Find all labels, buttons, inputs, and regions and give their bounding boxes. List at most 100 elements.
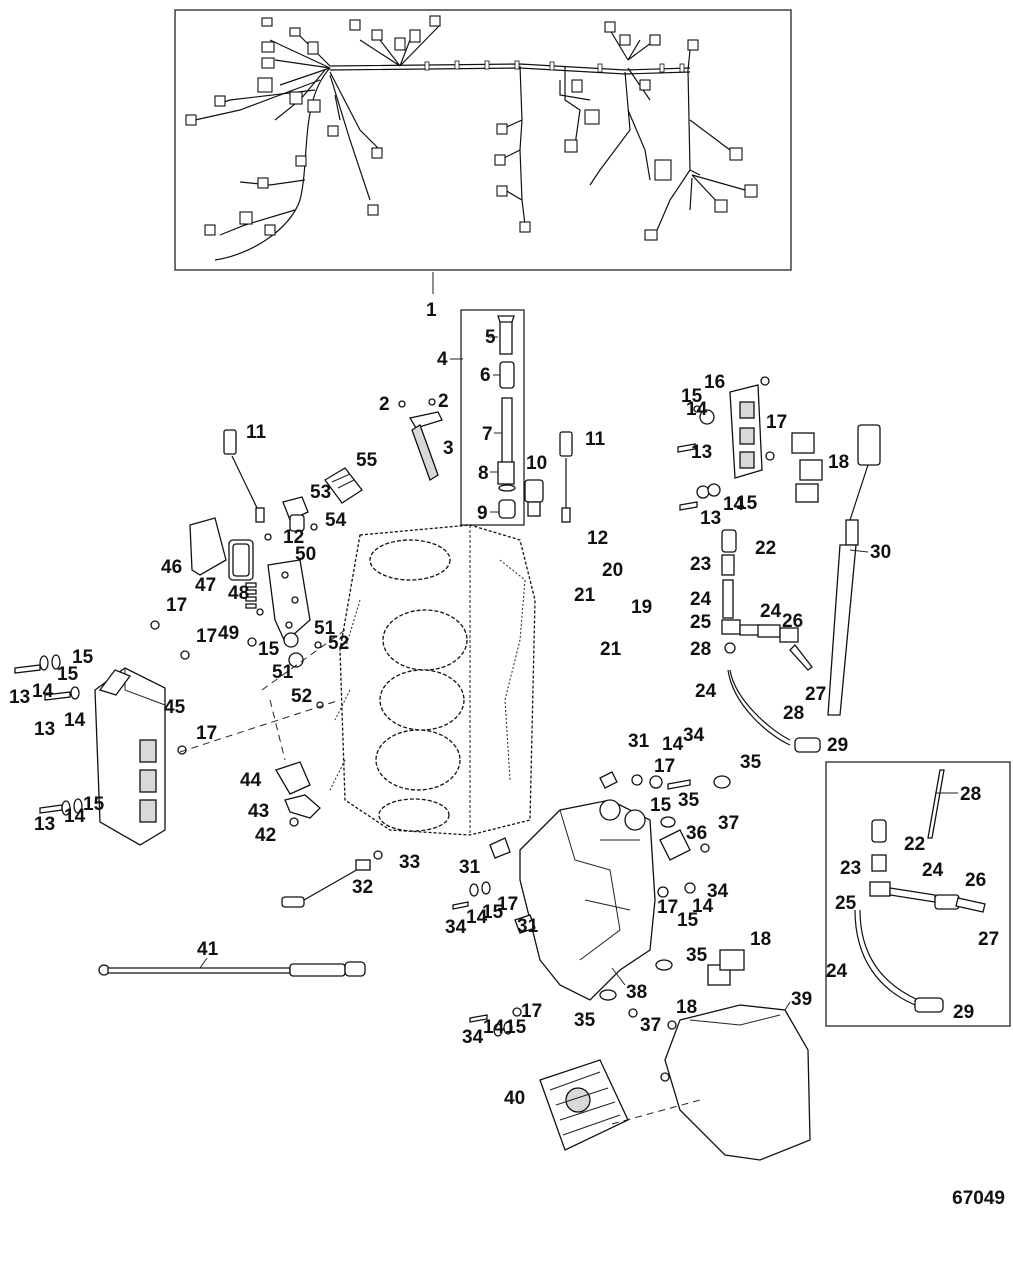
callout-17: 17: [657, 897, 678, 918]
callout-11: 11: [585, 429, 606, 450]
callout-33: 33: [399, 852, 420, 873]
callout-31: 31: [628, 731, 650, 752]
fastener-stack-left: [14, 523, 324, 816]
sensor-assembly-4: [497, 315, 516, 519]
callout-15: 15: [482, 902, 504, 923]
callout-5: 5: [485, 327, 496, 348]
callout-17: 17: [166, 595, 187, 616]
callout-35: 35: [686, 945, 708, 966]
callout-32: 32: [352, 877, 373, 898]
leader-lines: [199, 336, 958, 1011]
callout-9: 9: [477, 503, 488, 524]
callout-14: 14: [64, 806, 86, 827]
callout-41: 41: [197, 939, 219, 960]
callout-28: 28: [783, 703, 804, 724]
callout-24: 24: [922, 860, 944, 881]
callout-40: 40: [504, 1088, 525, 1109]
callout-14: 14: [32, 681, 54, 702]
callout-15: 15: [57, 664, 79, 685]
ecm-module-45: [94, 667, 166, 846]
callout-14: 14: [466, 907, 488, 928]
sensor-41: [98, 961, 366, 977]
callout-54: 54: [325, 510, 347, 531]
callout-17: 17: [196, 723, 217, 744]
callout-35: 35: [740, 752, 762, 773]
assembly-box-4: [460, 309, 525, 526]
callout-23: 23: [690, 554, 711, 575]
callout-46: 46: [161, 557, 182, 578]
callout-43: 43: [248, 801, 269, 822]
callout-12: 12: [587, 528, 608, 549]
sensor-11-left: [223, 429, 265, 523]
callout-15: 15: [258, 639, 280, 660]
sensor-10: [524, 479, 544, 517]
hose-assembly-22-29: [721, 529, 821, 753]
callout-24: 24: [695, 681, 717, 702]
callout-34: 34: [707, 881, 729, 902]
wiring-harness-panel: [174, 9, 792, 271]
callout-17: 17: [766, 412, 787, 433]
callout-21: 21: [574, 585, 596, 606]
sensor-32: [281, 850, 383, 908]
callout-19: 19: [631, 597, 652, 618]
callout-17: 17: [654, 756, 675, 777]
relays-18-lower: [707, 949, 745, 986]
callout-labels: 1 2 2 3 4 5 6 7 8 9 10 11 11 12 12 13 13…: [9, 300, 999, 1109]
connector-55: [324, 467, 363, 504]
sensor-53: [282, 496, 309, 532]
callout-14: 14: [686, 399, 708, 420]
detail-hose-assembly: [854, 769, 986, 1013]
callout-28: 28: [690, 639, 711, 660]
relays-18: [791, 432, 823, 503]
callout-34: 34: [683, 725, 705, 746]
callout-26: 26: [782, 611, 803, 632]
callout-8: 8: [478, 463, 489, 484]
callout-27: 27: [805, 684, 826, 705]
callout-42: 42: [255, 825, 276, 846]
callout-29: 29: [953, 1002, 974, 1023]
callout-25: 25: [835, 893, 857, 914]
callout-15: 15: [505, 1017, 527, 1038]
callout-31: 31: [459, 857, 481, 878]
callout-24: 24: [760, 601, 782, 622]
ignition-coil-pack: [677, 376, 775, 511]
callout-6: 6: [480, 365, 491, 386]
callout-11: 11: [246, 422, 267, 443]
callout-1: 1: [426, 300, 437, 321]
callout-23: 23: [840, 858, 861, 879]
sensor-30: [827, 424, 881, 716]
callout-31: 31: [517, 916, 539, 937]
callout-13: 13: [34, 814, 55, 835]
callout-26: 26: [965, 870, 986, 891]
callout-51: 51: [272, 662, 294, 683]
callout-37: 37: [640, 1015, 661, 1036]
callout-15: 15: [736, 493, 758, 514]
callout-39: 39: [791, 989, 812, 1010]
callout-34: 34: [445, 917, 467, 938]
callout-24: 24: [690, 589, 712, 610]
callout-15: 15: [72, 647, 94, 668]
callout-15: 15: [677, 910, 699, 931]
callout-2: 2: [379, 394, 390, 415]
callout-14: 14: [692, 896, 714, 917]
callout-52: 52: [291, 686, 312, 707]
callout-44: 44: [240, 770, 262, 791]
callout-24: 24: [826, 961, 848, 982]
callout-49: 49: [218, 623, 239, 644]
callout-18: 18: [828, 452, 849, 473]
callout-45: 45: [164, 697, 186, 718]
callout-27: 27: [978, 929, 999, 950]
callout-51: 51: [314, 618, 336, 639]
callout-17: 17: [497, 894, 518, 915]
callout-50: 50: [295, 544, 316, 565]
callout-22: 22: [755, 538, 776, 559]
callout-22: 22: [904, 834, 925, 855]
callout-18: 18: [676, 997, 697, 1018]
callout-47: 47: [195, 575, 216, 596]
callout-38: 38: [626, 982, 647, 1003]
figure-number: 67049: [952, 1188, 1005, 1209]
sensor-3: [398, 398, 443, 481]
callout-55: 55: [356, 450, 378, 471]
callout-15: 15: [83, 794, 105, 815]
callout-12: 12: [283, 527, 304, 548]
